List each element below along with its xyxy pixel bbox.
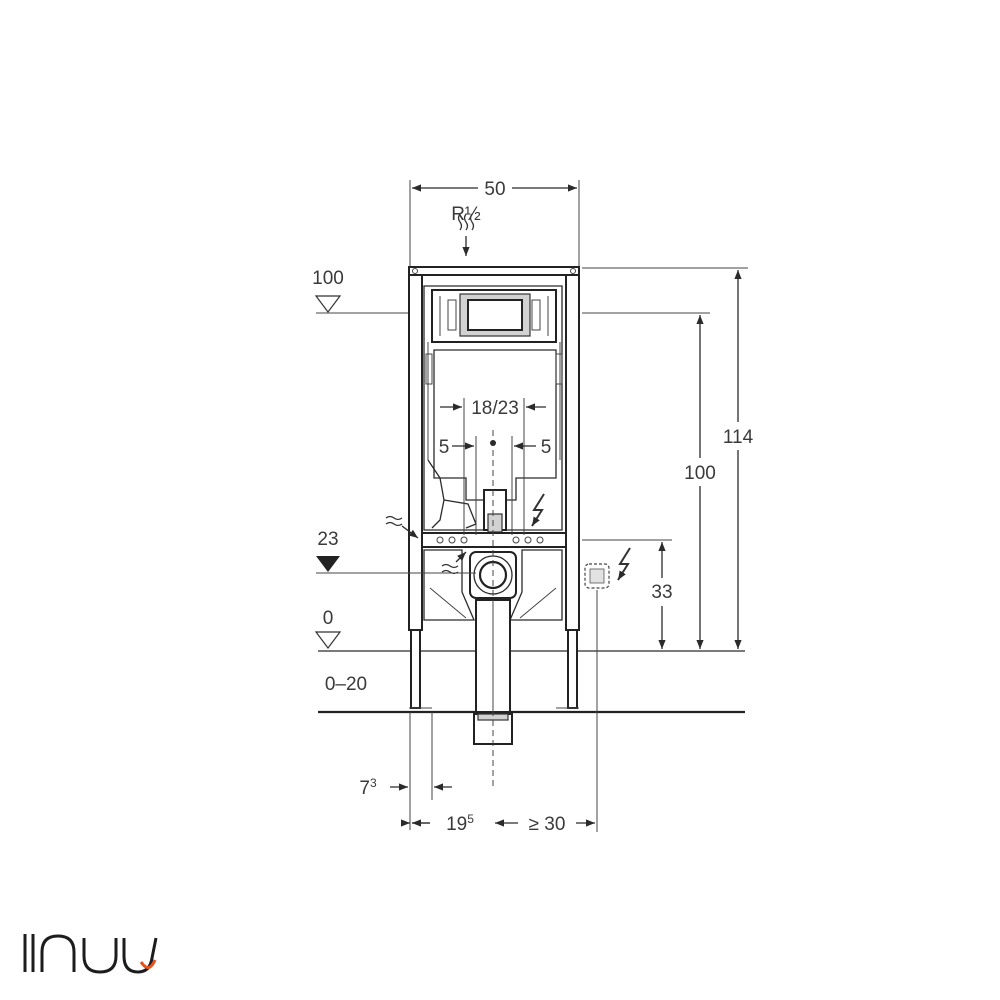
dimension-19-5: 195 [446,812,474,835]
dimension-width-50: 50 [484,179,505,200]
lightning-icon [531,493,545,527]
supply-thread-label: R½ [451,204,481,225]
water-supply-icon [385,515,419,539]
dimension-offset-right-5: 5 [541,437,552,458]
dimension-spacing-18-23: 18/23 [471,398,519,419]
level-marker-0: 0 [314,608,342,649]
dimension-7-3: 73 [359,776,377,799]
brand-logo: linuu [23,934,158,974]
dimension-height-114: 114 [723,427,754,448]
frame-legs [408,266,580,709]
electrical-socket-icon [584,563,610,589]
svg-text:23: 23 [317,529,338,550]
dimension-offset-left-5: 5 [439,437,450,458]
floor-build-up-range: 0–20 [325,674,367,695]
dimension-height-33: 33 [651,582,672,603]
level-marker-23: 23 [316,529,476,574]
dimension-min-30: ≥ 30 [529,814,566,835]
svg-text:100: 100 [312,268,344,289]
water-supply-icon [457,213,475,256]
lightning-icon [617,547,631,581]
lower-cross-rail [421,532,567,548]
level-marker-100: 100 [312,268,408,314]
cistern [423,285,563,533]
center-point [490,440,496,446]
svg-text:0: 0 [323,608,334,629]
dimension-height-100: 100 [684,463,716,484]
